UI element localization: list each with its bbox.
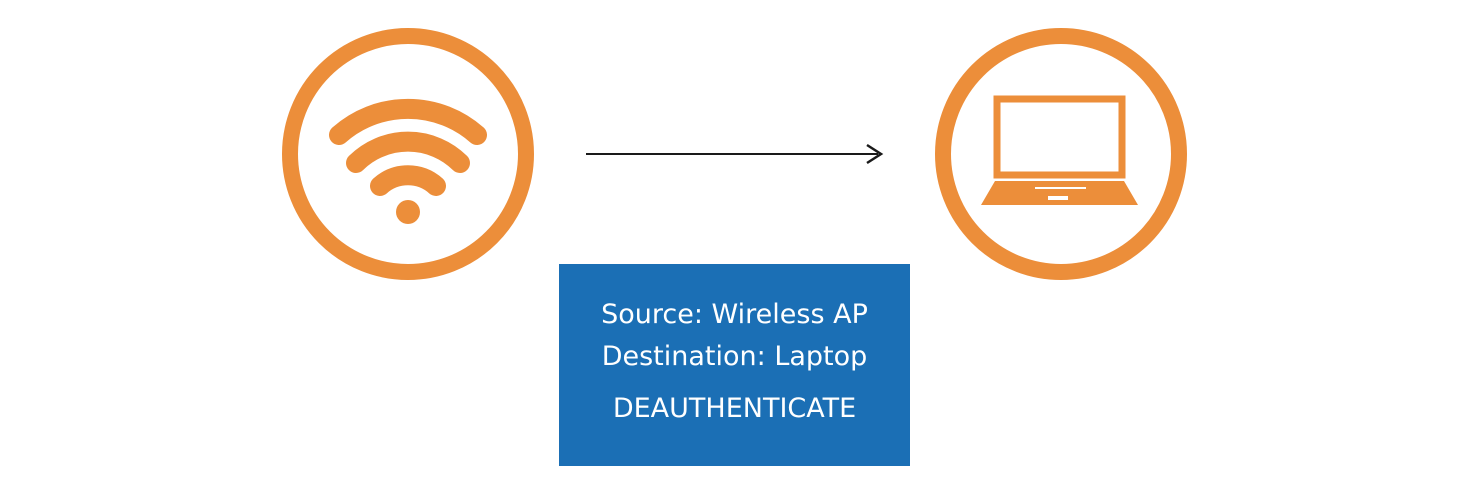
arrow-head <box>866 143 884 165</box>
laptop-ring <box>935 28 1187 280</box>
wireless-ap-node <box>282 28 534 280</box>
frame-action-label: DEAUTHENTICATE <box>612 393 857 424</box>
wifi-arc-inner <box>370 165 446 196</box>
wifi-icon <box>329 98 487 224</box>
wireless-ap-ring <box>282 28 534 280</box>
wifi-arc-outer <box>329 98 487 145</box>
deauth-frame-box-bg <box>559 264 910 466</box>
message-arrow <box>586 143 884 165</box>
laptop-node <box>935 28 1187 280</box>
wifi-arc-middle <box>346 131 470 173</box>
frame-destination-line: Destination: Laptop <box>601 341 868 372</box>
laptop-base <box>981 181 1138 205</box>
laptop-icon <box>981 95 1138 205</box>
laptop-trackpad <box>1048 196 1068 200</box>
deauth-frame-box: Source: Wireless AP Destination: Laptop … <box>559 264 910 466</box>
wifi-dot <box>396 200 420 224</box>
frame-source-line: Source: Wireless AP <box>601 299 868 330</box>
laptop-screen <box>993 95 1126 179</box>
